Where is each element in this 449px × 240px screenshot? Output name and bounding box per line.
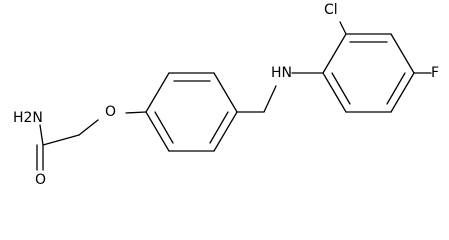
ring2-inner-bond-2: [386, 72, 406, 105]
chlorine-label: Cl: [324, 2, 338, 18]
molecule-structure: H2N O O HN Cl F: [13, 2, 439, 188]
bond-aryl-cl: [339, 21, 347, 35]
ring1-inner-bond-2: [209, 111, 229, 144]
fluorine-label: F: [431, 65, 439, 81]
ring2-bond-6: [322, 72, 347, 113]
bond-o-aryl: [125, 111, 147, 114]
ring2-bond-3: [390, 33, 415, 74]
ring1-bond-6: [145, 111, 170, 152]
ring2-bond-1: [322, 33, 347, 74]
bond-ch2-o: [78, 119, 99, 136]
ring2-inner-bond-3: [331, 72, 351, 105]
ring2-bond-4: [390, 72, 415, 113]
ether-oxygen-label: O: [105, 104, 116, 120]
benzylic-link: [236, 72, 324, 113]
amide-group: [36, 119, 99, 171]
ring1-bond-4: [213, 111, 238, 152]
bond-c-nh2: [39, 124, 44, 146]
amine-label: H2N: [13, 110, 43, 126]
right-benzene-ring: [322, 21, 432, 113]
ring1-bond-1: [145, 72, 170, 113]
ring1-bond-3: [213, 72, 238, 113]
bond-ch2-nh: [263, 85, 277, 113]
ring1-inner-bond-3: [154, 111, 174, 144]
left-benzene-ring: [125, 72, 238, 152]
bond-c-ch2: [42, 134, 80, 146]
carbonyl-oxygen-label: O: [35, 172, 46, 188]
nh-label: HN: [271, 65, 292, 81]
